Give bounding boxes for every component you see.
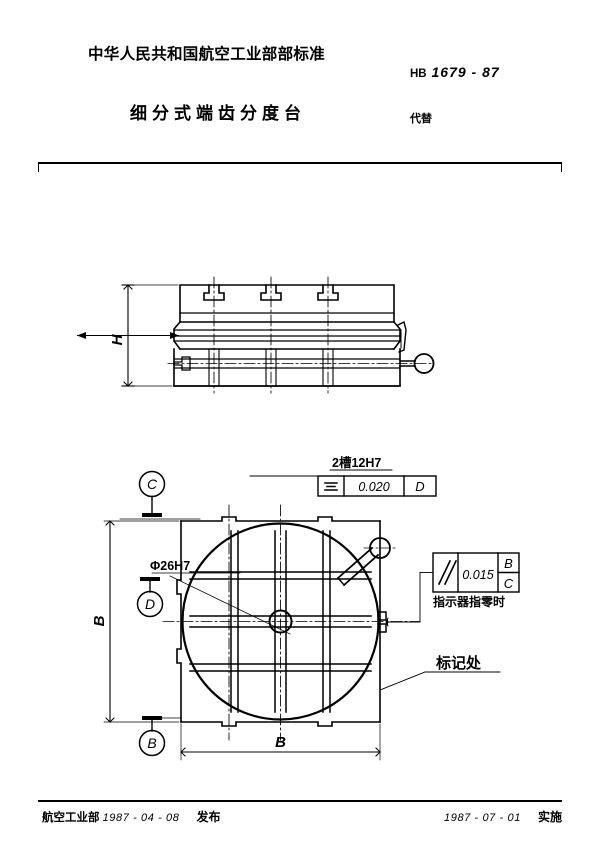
slot-note-label: 2槽12H7 — [332, 455, 381, 470]
dimension-height-H — [76, 284, 180, 387]
datum-symbol-D — [136, 577, 164, 618]
datum-label-C: C — [147, 476, 158, 492]
slot-tolerance-callout — [249, 469, 437, 497]
plan-clamp-lever — [336, 531, 397, 587]
front-clamp-lever — [397, 320, 407, 353]
dimension-width-label: B — [275, 734, 286, 751]
front-handle — [399, 353, 435, 374]
dimension-depth-label: B — [91, 615, 108, 626]
header-divider-left-tick — [38, 162, 39, 172]
replaces-label: 代替 — [410, 113, 432, 125]
dimension-height-label: H — [109, 333, 126, 345]
parallelism-tolerance-callout — [385, 552, 520, 627]
parallelism-datum-top: B — [504, 556, 513, 571]
footer-effective-date: 1987 - 07 - 01 — [444, 812, 521, 824]
footer-issuer: 航空工业部 — [42, 812, 100, 824]
mark-note-leader — [379, 671, 501, 691]
plan-centerlines — [162, 504, 421, 741]
datum-label-B: B — [147, 735, 156, 751]
header-divider — [38, 162, 562, 164]
footer-effective-action: 实施 — [537, 810, 562, 824]
indicator-note-label: 指示器指零时 — [433, 594, 505, 609]
header-divider-right-tick — [561, 162, 562, 172]
symmetry-tolerance-value: 0.020 — [358, 480, 389, 494]
plan-top-view: C D B Φ26H7 — [91, 455, 520, 761]
symmetry-tolerance-datum: D — [415, 479, 424, 494]
datum-symbol-C — [119, 470, 201, 520]
datum-symbol-B — [138, 716, 182, 757]
front-tapered-body — [173, 320, 401, 351]
parallelism-tolerance-value: 0.015 — [462, 568, 493, 582]
standard-prefix: HB — [410, 68, 427, 80]
front-elevation-view: H — [76, 276, 435, 394]
footer-issue-action: 发布 — [196, 810, 221, 824]
front-top-plate — [179, 284, 395, 323]
replaces-field: 代替 — [410, 110, 432, 126]
dimension-depth-B — [103, 520, 180, 723]
front-base-block — [173, 348, 401, 387]
footer-divider — [38, 800, 562, 802]
standard-number-value: 1679 - 87 — [431, 64, 500, 80]
mark-note-label: 标记处 — [435, 654, 482, 672]
dimension-width-B — [180, 723, 381, 761]
plan-index-blocks — [377, 611, 387, 633]
footer-effective-info: 1987 - 07 - 01 实施 — [444, 808, 562, 825]
parallelism-datum-bottom: C — [504, 576, 514, 591]
document-title: 细分式端齿分度台 — [130, 104, 306, 123]
bore-note-label: Φ26H7 — [150, 559, 190, 573]
footer-issue-info: 航空工业部 1987 - 04 - 08 发布 — [42, 808, 221, 825]
symmetry-icon — [324, 482, 338, 491]
issuing-organization: 中华人民共和国航空工业部部标准 — [88, 46, 326, 63]
datum-label-D: D — [145, 596, 155, 612]
standard-number: HB 1679 - 87 — [410, 64, 500, 80]
front-centerlines — [167, 276, 435, 394]
bore-leader-line — [151, 572, 291, 635]
parallelism-icon — [437, 559, 458, 586]
footer-issue-date: 1987 - 04 - 08 — [102, 812, 180, 824]
